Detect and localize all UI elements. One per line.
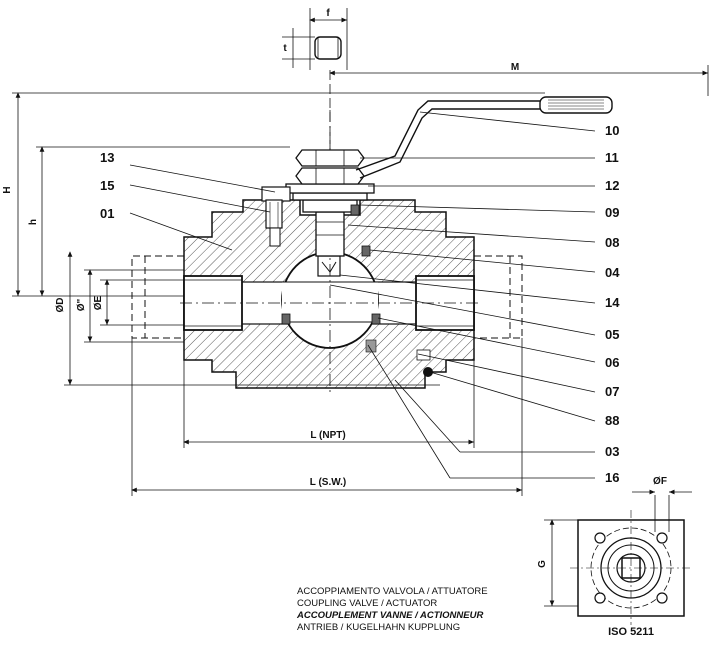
dim-H: H xyxy=(2,186,13,193)
stem-detail: f t xyxy=(282,8,348,70)
dim-t: t xyxy=(283,43,287,54)
part-12: 12 xyxy=(605,178,619,193)
stem-assembly xyxy=(261,96,613,257)
dim-f: f xyxy=(326,8,330,19)
part-13: 13 xyxy=(100,150,114,165)
caption-line-1: ACCOPPIAMENTO VALVOLA / ATTUATORE xyxy=(297,586,488,597)
caption-line-3: ACCOUPLEMENT VANNE / ACTIONNEUR xyxy=(296,610,483,621)
part-06: 06 xyxy=(605,355,619,370)
part-16: 16 xyxy=(605,470,619,485)
part-10: 10 xyxy=(605,123,619,138)
part-88: 88 xyxy=(605,413,619,428)
valve-body-section xyxy=(180,110,480,395)
leader-lines xyxy=(129,111,596,479)
part-08: 08 xyxy=(605,235,619,250)
dim-D: ØD xyxy=(55,298,66,313)
dim-M: M xyxy=(511,62,519,73)
dim-G: G xyxy=(537,560,548,568)
part-15: 15 xyxy=(100,178,114,193)
dim-L-npt: L (NPT) xyxy=(310,430,345,441)
caption-line-4: ANTRIEB / KUGELHAHN KUPPLUNG xyxy=(297,622,460,633)
dim-h: h xyxy=(28,219,39,225)
dim-L-sw: L (S.W.) xyxy=(310,477,346,488)
dim-h-line: h xyxy=(28,146,290,296)
caption-line-2: COUPLING VALVE / ACTUATOR xyxy=(297,598,437,609)
part-05: 05 xyxy=(605,327,619,342)
socket-weld-ends xyxy=(131,255,523,339)
dim-F: ØF xyxy=(653,476,667,487)
part-04: 04 xyxy=(605,265,620,280)
dim-M-line: M xyxy=(329,62,709,170)
dim-quote: Ø" xyxy=(76,298,87,311)
part-07: 07 xyxy=(605,384,619,399)
part-03: 03 xyxy=(605,444,619,459)
dim-L-sw-line: L (S.W.) xyxy=(131,338,523,496)
caption: ACCOPPIAMENTO VALVOLA / ATTUATORE COUPLI… xyxy=(296,586,488,633)
part-01: 01 xyxy=(100,206,114,221)
iso-label: ISO 5211 xyxy=(608,626,654,638)
part-11: 11 xyxy=(605,150,619,165)
iso-flange-view: ØF G ISO 5211 xyxy=(537,476,692,638)
part-14: 14 xyxy=(605,295,620,310)
part-09: 09 xyxy=(605,205,619,220)
dim-L-npt-line: L (NPT) xyxy=(183,360,475,448)
dim-E: ØE xyxy=(93,295,104,310)
